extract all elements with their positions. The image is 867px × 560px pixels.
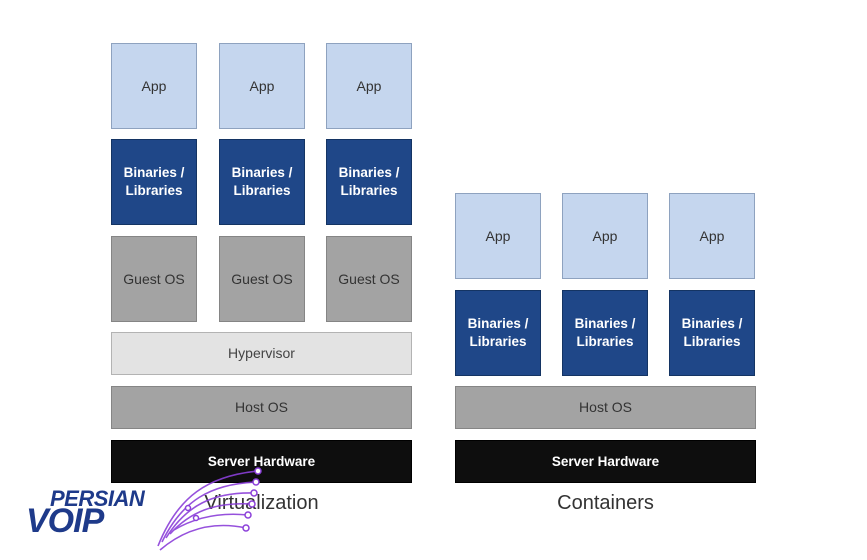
vm-hypervisor-box: Hypervisor [111,332,412,375]
vm-guest-os-label: Guest OS [338,270,400,287]
container-server-hardware-label: Server Hardware [551,453,660,469]
vm-binaries-box: Binaries / Libraries [111,139,197,225]
vm-app-label: App [141,77,167,94]
container-app-label: App [699,227,725,244]
logo-text-persian: PERSIAN [50,486,145,511]
logo-text-voip: VOIP [26,502,104,540]
container-server-hardware-box: Server Hardware [455,440,756,483]
vm-app-box: App [326,43,412,129]
container-host-os-box: Host OS [455,386,756,429]
container-app-label: App [592,227,618,244]
vm-binaries-label: Binaries / Libraries [231,165,293,198]
vm-app-label: App [356,77,382,94]
virtualization-caption: Virtualization [204,492,319,514]
container-app-box: App [562,193,648,279]
vm-guest-os-box: Guest OS [219,236,305,322]
vm-binaries-label: Binaries / Libraries [123,165,185,198]
containers-caption: Containers [557,492,654,514]
container-binaries-label: Binaries / Libraries [681,316,743,349]
container-app-label: App [485,227,511,244]
vm-server-hardware-label: Server Hardware [207,453,316,469]
vm-guest-os-box: Guest OS [111,236,197,322]
vm-app-label: App [249,77,275,94]
persian-voip-logo: PERSIAN VOIP [20,467,270,558]
vm-binaries-box: Binaries / Libraries [326,139,412,225]
vm-app-box: App [219,43,305,129]
vm-host-os-label: Host OS [235,399,288,416]
container-app-box: App [455,193,541,279]
container-binaries-box: Binaries / Libraries [669,290,755,376]
vm-server-hardware-box: Server Hardware [111,440,412,483]
container-binaries-label: Binaries / Libraries [574,316,636,349]
container-host-os-label: Host OS [579,399,632,416]
vm-guest-os-label: Guest OS [231,270,293,287]
vm-binaries-label: Binaries / Libraries [338,165,400,198]
vm-host-os-box: Host OS [111,386,412,429]
container-app-box: App [669,193,755,279]
vm-app-box: App [111,43,197,129]
vm-hypervisor-label: Hypervisor [228,345,295,362]
container-binaries-label: Binaries / Libraries [467,316,529,349]
vm-guest-os-label: Guest OS [123,270,185,287]
vm-binaries-box: Binaries / Libraries [219,139,305,225]
container-binaries-box: Binaries / Libraries [562,290,648,376]
vm-guest-os-box: Guest OS [326,236,412,322]
logo-circuit-icon [157,467,262,551]
container-binaries-box: Binaries / Libraries [455,290,541,376]
